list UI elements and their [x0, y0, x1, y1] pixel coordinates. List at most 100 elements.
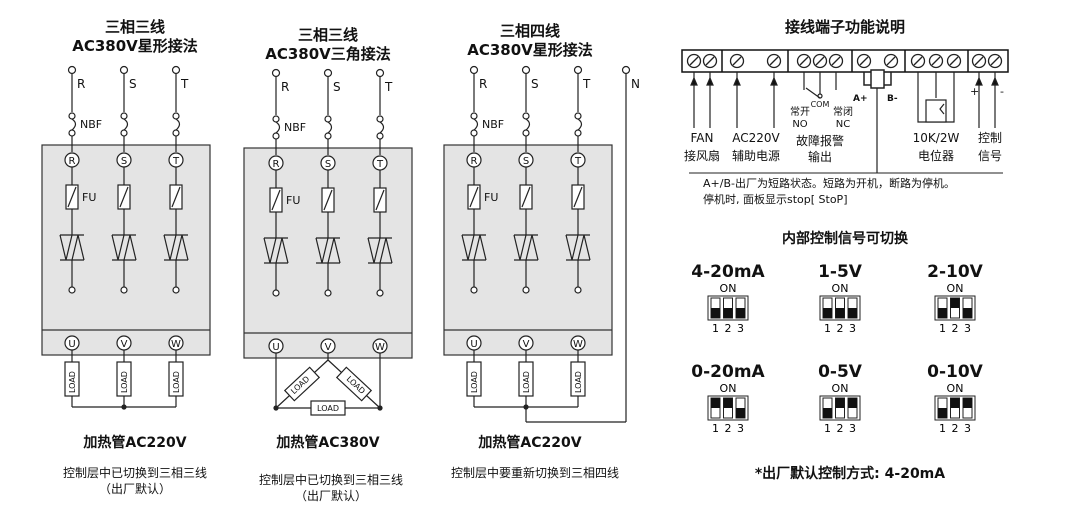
circuit3-note-line1: 控制层中要重新切换到三相四线: [450, 466, 619, 480]
circuit2-note-line2: （出厂默认）: [294, 489, 367, 503]
dip-lever-1: [938, 408, 947, 418]
b-minus-label: B-: [887, 94, 898, 104]
dip-switch-label: 2-10V: [927, 262, 983, 282]
dip-number-3: 3: [964, 322, 971, 335]
circuit1-term-r: R: [69, 156, 76, 167]
circuit1-title-line2: AC380V星形接法: [72, 37, 198, 55]
dip-number-3: 3: [964, 422, 971, 435]
circuit1-term-s: S: [121, 156, 127, 167]
nc-en-label: NC: [836, 119, 850, 130]
alarm-label-line2: 输出: [808, 149, 832, 164]
circuit3-title-line1: 三相四线: [499, 22, 560, 40]
circuit2-label-s: S: [333, 80, 341, 94]
terminal-panel-title: 接线端子功能说明: [785, 18, 905, 36]
circuit2-load-bottom-box: [310, 400, 346, 416]
dip-lever-2: [723, 308, 733, 318]
terminal-panel: [681, 49, 1009, 174]
dip-on-label: ON: [832, 282, 849, 295]
circuit3-term-w: W: [573, 339, 583, 350]
circuit2-term-s: S: [325, 159, 331, 170]
dip-on-label: ON: [720, 382, 737, 395]
circuit2-load3: LOAD: [317, 404, 339, 413]
circuit3-term-r: R: [471, 156, 478, 167]
dip-number-1: 1: [939, 422, 946, 435]
circuit2-note: 控制层中已切换到三相三线 （出厂默认）: [226, 472, 436, 504]
circuit2-term-v: V: [325, 342, 332, 353]
dip-lever-2: [950, 398, 960, 408]
circuit2-load-right-box: [335, 366, 373, 402]
dip-switch-label: 4-20mA: [691, 262, 765, 282]
nc-cn-label: 常闭: [833, 105, 853, 118]
circuit3-label-t: T: [582, 77, 591, 91]
circuit2-heater-label: 加热管AC380V: [276, 435, 380, 451]
circuit3-load2: LOAD: [522, 371, 531, 393]
dip-lever-3: [736, 408, 745, 418]
dip-switch-label: 0-5V: [818, 362, 862, 382]
dip-number-2: 2: [837, 322, 844, 335]
circuit3-label-s: S: [531, 77, 539, 91]
circuit2: [243, 68, 413, 416]
dip-on-label: ON: [720, 282, 737, 295]
circuit3-phase-r: [461, 65, 487, 407]
circuit3-title-line2: AC380V星形接法: [467, 41, 593, 59]
circuit1-label-r: R: [77, 77, 85, 91]
dip-number-3: 3: [849, 422, 856, 435]
dip-section-title: 内部控制信号可切换: [782, 230, 909, 247]
aux-power-label: 辅助电源: [732, 149, 780, 163]
dip-lever-3: [848, 398, 857, 408]
dip-on-label: ON: [947, 382, 964, 395]
circuit2-term-u: U: [272, 342, 279, 353]
circuit1-note: 控制层中已切换到三相三线 （出厂默认）: [30, 465, 240, 497]
circuit1-label-s: S: [129, 77, 137, 91]
circuit3-term-t: T: [574, 156, 582, 167]
ab-description-line1: A+/B-出厂为短路状态。短路为开机，断路为停机。: [703, 176, 955, 190]
alarm-label-line1: 故障报警: [796, 133, 844, 148]
dip-number-1: 1: [712, 322, 719, 335]
ac220v-label: AC220V: [732, 131, 780, 145]
circuit3-phase-t: [565, 65, 591, 407]
circuit3-label-r: R: [479, 77, 487, 91]
dip-lever-1: [711, 308, 720, 318]
no-en-label: NO: [792, 119, 807, 130]
circuit1-load1: LOAD: [68, 371, 77, 393]
circuit2-term-w: W: [375, 342, 385, 353]
dip-lever-2: [723, 398, 733, 408]
circuit1-note-line2: （出厂默认）: [98, 482, 171, 496]
dip-lever-3: [963, 398, 972, 408]
dip-switch-label: 0-10V: [927, 362, 983, 382]
com-label: COM: [811, 100, 830, 109]
dip-lever-2: [950, 298, 960, 308]
circuit2-phase-t: [367, 68, 393, 408]
fan-label: FAN: [691, 131, 714, 145]
circuit2-fu-label: FU: [286, 194, 300, 207]
signal-plus-label: +: [970, 85, 979, 98]
control-label-line1: 控制: [978, 131, 1002, 145]
circuit3-heater-label: 加热管AC220V: [478, 435, 582, 451]
circuit1-term-w: W: [171, 339, 181, 350]
circuit2-phase-s: [315, 68, 341, 360]
circuit3: [443, 65, 631, 423]
dip-on-label: ON: [832, 382, 849, 395]
dip-number-2: 2: [725, 422, 732, 435]
dip-lever-1: [823, 408, 832, 418]
circuit3-phase-s: [513, 65, 539, 407]
circuit1-title: 三相三线 AC380V星形接法: [40, 18, 230, 56]
circuit1-term-u: U: [68, 339, 75, 350]
dip-lever-3: [736, 308, 745, 318]
dip-lever-2: [835, 398, 845, 408]
circuit3-fu-label: FU: [484, 191, 498, 204]
circuit3-load3: LOAD: [574, 371, 583, 393]
pot-cn-label: 电位器: [918, 148, 954, 163]
circuit3-phase-n: [621, 65, 631, 422]
circuit3-note: 控制层中要重新切换到三相四线: [425, 465, 645, 481]
fan-cn-label: 接风扇: [684, 148, 720, 163]
